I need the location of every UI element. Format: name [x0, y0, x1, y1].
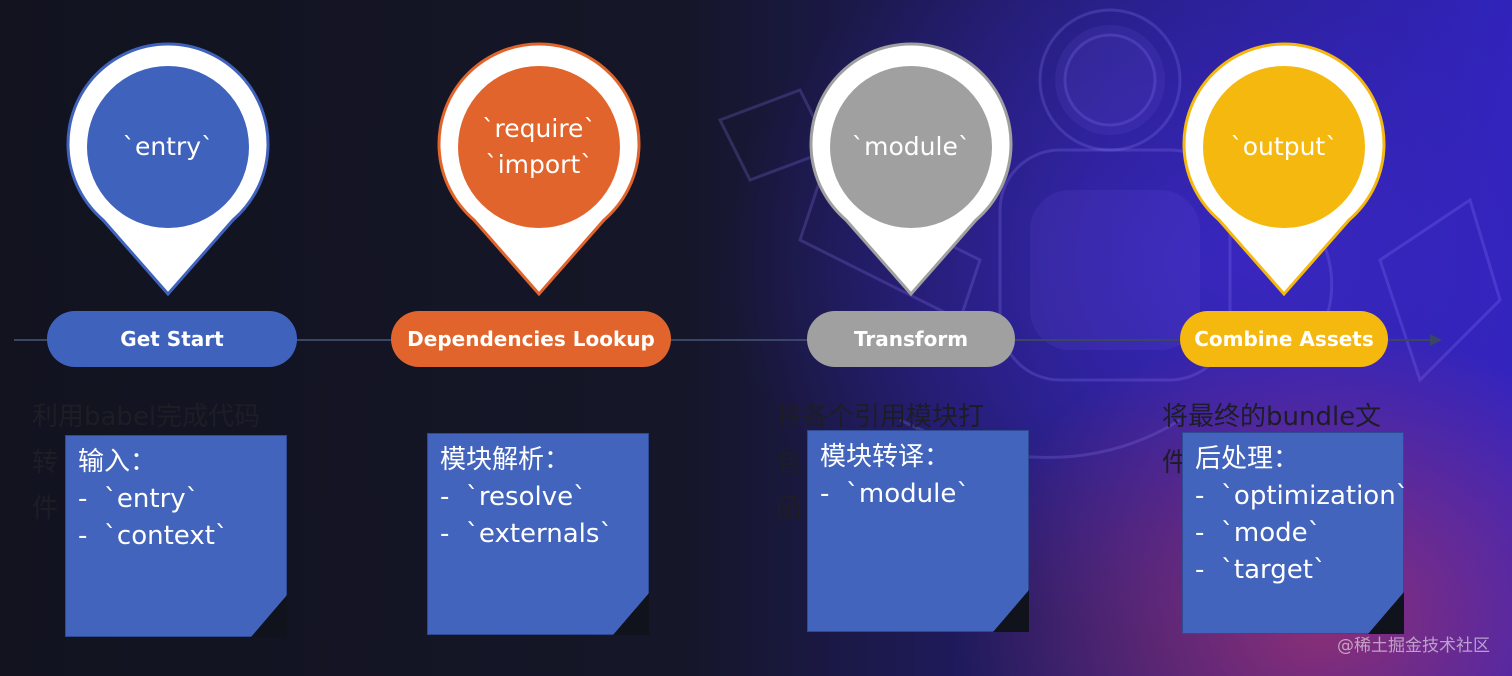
caption-line: 将各个引用模块打	[776, 402, 985, 432]
note-title: 模块解析：	[440, 445, 571, 475]
pin-label: `entry`	[63, 42, 273, 252]
caption-line: 将最终的bundle文	[1162, 402, 1382, 432]
pin-label: `module`	[806, 42, 1016, 252]
note-fold-corner	[613, 593, 649, 635]
pin-require-import: `require` `import`	[434, 42, 644, 300]
note-fold-corner	[251, 595, 287, 637]
stage-caption: 利用babel完成代码 转 件	[32, 394, 260, 532]
pin-label-line: `entry`	[122, 132, 214, 161]
note-fold-corner	[1368, 592, 1404, 634]
note-title: 输入：	[78, 447, 157, 477]
note-item: - `externals`	[440, 519, 613, 549]
map-pin-marker	[1182, 42, 1386, 297]
pin-label-line: `require`	[482, 114, 596, 143]
note-item: - `context`	[78, 521, 228, 551]
note-title: 后处理：	[1195, 444, 1300, 474]
stage-caption: 将各个引用模块打 包 函	[776, 394, 984, 532]
note-item: - `optimization`	[1195, 481, 1409, 511]
pin-label-line: `module`	[851, 132, 971, 161]
pin-output: `output`	[1179, 42, 1389, 300]
caption-line: 包	[776, 448, 803, 478]
timeline-arrowhead	[1430, 334, 1442, 346]
caption-line: 件	[32, 494, 59, 524]
sticky-note-module-transform: 模块转译： - `module`	[807, 430, 1029, 632]
note-item: - `target`	[1195, 555, 1326, 585]
map-pin-marker	[809, 42, 1013, 297]
pin-module: `module`	[806, 42, 1016, 300]
pin-core	[1203, 66, 1365, 228]
stage-pill-get-start: Get Start	[47, 311, 297, 367]
caption-line: 利用babel完成代码	[32, 402, 261, 432]
watermark: @稀土掘金技术社区	[1337, 636, 1490, 656]
timeline-line	[14, 339, 1434, 341]
sticky-note-post-processing: 后处理： - `optimization` - `mode` - `target…	[1182, 432, 1409, 634]
pin-label-line: `output`	[1230, 132, 1338, 161]
map-pin-marker	[66, 42, 270, 297]
note-title: 模块转译：	[820, 442, 951, 472]
stage-pill-combine-assets: Combine Assets	[1180, 311, 1388, 367]
caption-line: 转	[32, 448, 59, 478]
note-item: - `mode`	[1195, 518, 1321, 548]
pin-core	[87, 66, 249, 228]
pin-entry: `entry`	[63, 42, 273, 300]
pin-label: `require` `import`	[434, 42, 644, 252]
pin-core	[830, 66, 992, 228]
sticky-note-module-resolution: 模块解析： - `resolve` - `externals`	[427, 433, 649, 635]
pin-label-line: `import`	[485, 150, 593, 179]
note-item: - `module`	[820, 479, 970, 509]
sticky-note-input: 输入： - `entry` - `context`	[65, 435, 287, 637]
stage-pill-transform: Transform	[807, 311, 1015, 367]
stage-pill-dependencies-lookup: Dependencies Lookup	[391, 311, 671, 367]
note-item: - `entry`	[78, 484, 199, 514]
note-fold-corner	[993, 590, 1029, 632]
pin-core	[458, 66, 620, 228]
pin-label: `output`	[1179, 42, 1389, 252]
caption-line: 函	[776, 494, 803, 524]
map-pin-marker	[437, 42, 641, 297]
note-item: - `resolve`	[440, 482, 587, 512]
